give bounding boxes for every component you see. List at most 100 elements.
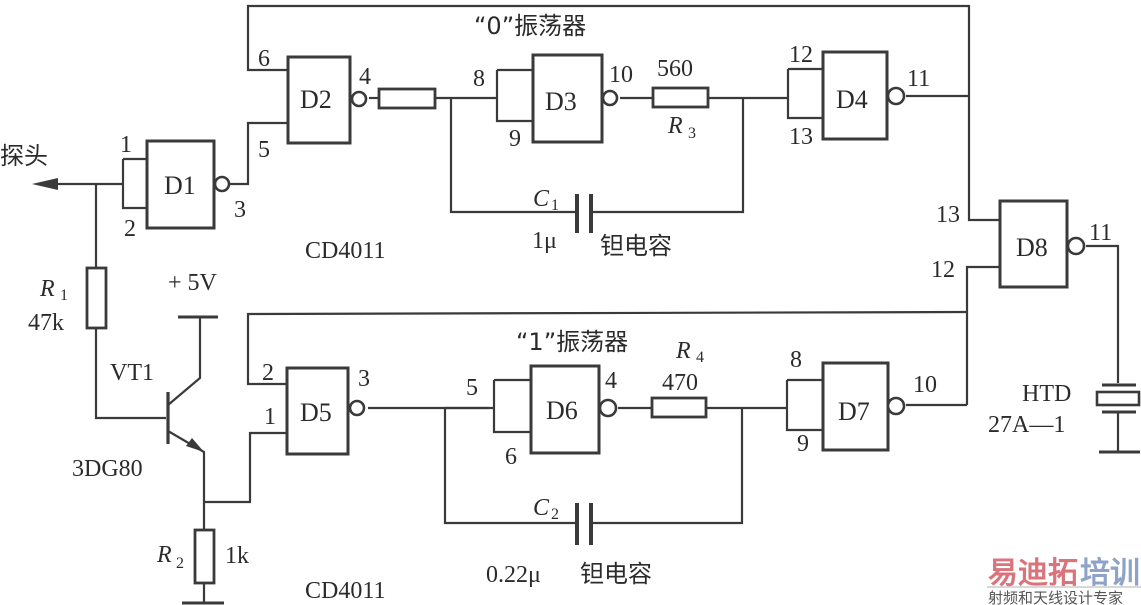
pin-d5-in2: 1 [264,404,276,430]
ic-label-top: CD4011 [305,238,385,264]
gate-d8: D8 [998,199,1086,289]
wire-top-feedback [246,4,971,96]
probe-arrow-icon [32,178,58,190]
buzzer-model: 27A—1 [988,412,1065,438]
watermark-brand-part1: 易迪拓 [988,556,1078,591]
pin-d8-in1: 13 [936,202,960,228]
emitter-arrow-icon [186,438,204,452]
buzzer-ref: HTD [1022,381,1071,407]
wire-c1-left [449,98,575,214]
gate-d6-label: D6 [546,396,578,425]
wire-emitter-to-d5 [204,431,287,504]
wire-c2-left [443,408,575,525]
oscillator-1-title: “1”振荡器 [516,328,628,356]
watermark-tagline: 射频和天线设计专家 [988,589,1123,605]
wire-d1-inputs [121,157,147,210]
pin-d1-in2: 2 [124,216,136,242]
pin-d8-out: 11 [1089,220,1112,246]
r3-ref: R [667,113,683,139]
wire-d1-d2 [230,121,288,186]
r1-ref: R [39,276,55,302]
pin-d2-out: 4 [359,64,371,90]
vt1-model: 3DG80 [72,456,143,482]
c2-ref: C [533,495,550,521]
capacitor-c2 [575,503,593,545]
gate-d3: D3 [531,53,619,144]
gate-d5: D5 [285,366,366,456]
resistor-r4 [650,396,708,419]
pin-d6-out: 4 [605,368,617,394]
wire-c1-right [593,98,745,214]
c1-ref: C [533,186,550,212]
watermark-brand-part2: 培训 [1080,556,1140,591]
pin-d2-in1: 6 [258,46,270,72]
gate-d4: D4 [821,50,906,141]
r2-ref: R [156,542,172,568]
r3-sub: 3 [688,125,696,142]
watermark: 易迪拓 培训 射频和天线设计专家 [987,556,1141,605]
pin-d2-in2: 5 [258,137,270,163]
pin-d6-in2: 6 [505,444,517,470]
gate-d7: D7 [821,361,906,452]
gate-d7-label: D7 [838,397,870,426]
resistor-d2-out [377,87,437,110]
wire-c2-right [593,408,744,525]
gate-d4-label: D4 [836,85,868,114]
r4-sub: 4 [696,349,704,366]
ic-label-bottom: CD4011 [305,578,385,604]
oscillator-0-title: “0”振荡器 [474,12,586,40]
pin-d5-in1: 2 [262,360,274,386]
pin-d1-out: 3 [234,197,246,223]
r2-sub: 2 [176,555,184,572]
pin-d3-in1: 8 [473,66,485,92]
wire-to-d8-13 [967,96,1000,222]
resistor-r2 [193,528,216,585]
wire-d3-inputs [495,68,533,123]
gate-d8-label: D8 [1016,233,1048,262]
wire-d6-inputs [492,378,531,434]
r4-ref: R [675,338,691,364]
r4-value: 470 [662,370,698,396]
c1-value: 1μ [532,228,557,254]
gate-d1-label: D1 [164,171,196,200]
pin-d1-in1: 1 [120,132,132,158]
pin-d7-in2: 9 [797,431,809,457]
pin-d5-out: 3 [358,366,370,392]
c2-type: 钽电容 [580,560,652,588]
pin-d3-out: 10 [609,62,633,88]
wire-d7-inputs [785,378,823,432]
capacitor-c1 [575,194,593,233]
wire-to-d8-12 [965,265,1000,405]
resistor-r3 [651,86,710,109]
c2-value: 0.22μ [486,562,541,588]
pin-d3-in2: 9 [509,126,521,152]
transistor-collector [167,317,202,406]
gate-d2: D2 [286,55,368,145]
gate-d3-label: D3 [545,87,577,116]
c2-sub: 2 [551,506,559,523]
pin-d4-out: 11 [907,66,930,92]
gate-d2-label: D2 [300,85,332,114]
pin-d8-in2: 12 [931,257,955,283]
r1-sub: 1 [60,287,68,304]
c1-sub: 1 [551,197,559,214]
pin-d4-in2: 13 [789,124,813,150]
buzzer-crystal [1095,390,1141,407]
r3-value: 560 [657,56,693,82]
wire-d8-to-buzzer [1086,244,1120,383]
pin-d6-in1: 5 [466,375,478,401]
gate-d5-label: D5 [300,398,332,427]
probe-label: 探头 [0,142,48,170]
pin-d4-in1: 12 [789,42,813,68]
wire-r1-to-base [94,328,166,420]
gate-d1: D1 [145,139,231,230]
gate-d6: D6 [529,364,618,455]
pin-d7-in1: 8 [790,347,802,373]
pin-d7-out: 10 [913,372,937,398]
r1-value: 47k [28,310,64,336]
c1-type: 钽电容 [600,232,672,260]
wire-bottom-feedback [246,310,968,386]
r2-value: 1k [225,543,249,569]
resistor-r1 [85,266,108,330]
